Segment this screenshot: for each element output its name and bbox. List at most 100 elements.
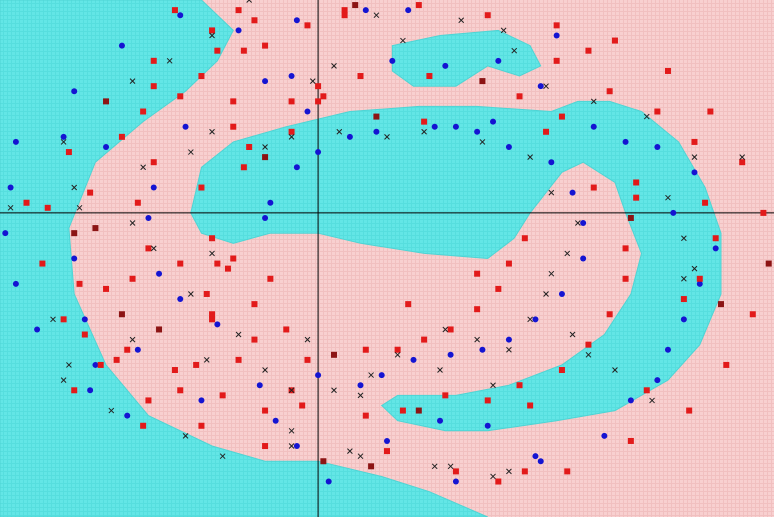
class-a-point <box>569 189 576 196</box>
support-vector-point <box>585 351 592 358</box>
class-b-point <box>262 443 269 450</box>
class-b-point <box>362 346 369 353</box>
class-b-point <box>209 235 216 242</box>
support-vector-point <box>511 47 518 54</box>
class-b-point <box>495 478 502 485</box>
class-b-point <box>421 118 428 125</box>
class-b-point <box>230 98 237 105</box>
class-b-point <box>81 331 88 338</box>
class-b-point <box>246 143 253 150</box>
class-b-point <box>177 260 184 267</box>
class-a-point <box>256 382 263 389</box>
class-b-point <box>209 311 216 318</box>
class-a-point <box>537 83 544 90</box>
class-b-point <box>723 361 730 368</box>
support-vector-point <box>691 154 698 160</box>
class-a-point <box>177 296 184 303</box>
support-vector-point <box>182 433 189 439</box>
class-b-point <box>118 133 125 140</box>
class-a-point <box>437 417 444 424</box>
support-vector-point <box>203 357 210 363</box>
class-b-point <box>362 412 369 419</box>
support-vector-point <box>50 316 56 323</box>
class-b-point <box>330 351 337 358</box>
support-vector-point <box>76 204 83 211</box>
class-b-point <box>707 108 714 115</box>
class-b-point <box>193 361 200 368</box>
support-vector-point <box>527 316 533 323</box>
class-b-point <box>654 108 661 115</box>
support-vector-point <box>543 83 549 90</box>
class-a-point <box>362 7 369 14</box>
class-b-point <box>633 194 640 201</box>
class-a-point <box>293 17 300 24</box>
class-b-point <box>171 367 178 374</box>
class-b-point <box>760 209 767 216</box>
class-a-point <box>81 316 88 323</box>
support-vector-point <box>543 291 549 297</box>
class-a-point <box>293 443 300 450</box>
support-vector-point <box>150 245 157 252</box>
class-a-point <box>293 164 300 171</box>
class-b-point <box>129 275 136 282</box>
support-vector-point <box>129 78 136 84</box>
class-b-point <box>171 7 178 14</box>
class-b-point <box>44 204 51 211</box>
support-vector-point <box>548 270 555 277</box>
class-b-point <box>373 113 380 120</box>
support-vector-point <box>187 291 194 297</box>
class-a-point <box>235 27 242 34</box>
class-b-point <box>140 422 147 429</box>
class-b-point <box>97 361 104 368</box>
class-b-point <box>150 159 157 166</box>
class-b-point <box>198 184 205 191</box>
class-a-point <box>12 280 19 287</box>
class-b-point <box>553 22 560 29</box>
support-vector-point <box>569 331 576 338</box>
class-a-point <box>532 316 539 323</box>
support-vector-point <box>479 139 486 145</box>
support-vector-point <box>739 154 746 160</box>
support-vector-point <box>373 12 380 19</box>
class-b-point <box>452 468 459 475</box>
class-b-point <box>474 270 481 277</box>
support-vector-point <box>262 367 268 373</box>
class-a-point <box>315 372 322 379</box>
support-vector-point <box>209 32 215 39</box>
class-a-point <box>490 118 497 125</box>
class-b-point <box>209 316 216 323</box>
class-a-point <box>447 351 454 358</box>
class-a-point <box>103 143 110 150</box>
class-b-point <box>76 280 83 287</box>
class-b-point <box>352 2 359 9</box>
class-b-point <box>103 285 110 292</box>
support-vector-point <box>506 468 512 475</box>
class-a-point <box>505 143 512 150</box>
support-vector-point <box>490 473 496 480</box>
class-b-point <box>150 57 157 64</box>
class-a-point <box>272 417 279 424</box>
class-b-point <box>394 346 401 353</box>
class-a-point <box>712 245 719 252</box>
class-b-point <box>606 88 613 95</box>
support-vector-point <box>384 133 390 140</box>
support-vector-point <box>129 336 136 343</box>
class-a-point <box>627 397 634 404</box>
class-b-point <box>479 78 486 85</box>
class-b-point <box>622 245 629 252</box>
class-b-point <box>516 93 523 100</box>
class-a-point <box>156 270 163 277</box>
class-b-point <box>484 397 491 404</box>
class-b-point <box>447 326 454 333</box>
class-b-point <box>564 468 571 475</box>
data-points <box>2 0 772 485</box>
class-b-point <box>442 392 449 399</box>
support-vector-point <box>336 128 343 135</box>
support-vector-point <box>500 27 507 34</box>
class-b-point <box>230 123 237 130</box>
support-vector-point <box>442 326 449 333</box>
support-vector-point <box>347 448 353 454</box>
class-b-point <box>177 387 184 394</box>
support-vector-point <box>474 336 480 343</box>
class-a-point <box>71 255 78 262</box>
